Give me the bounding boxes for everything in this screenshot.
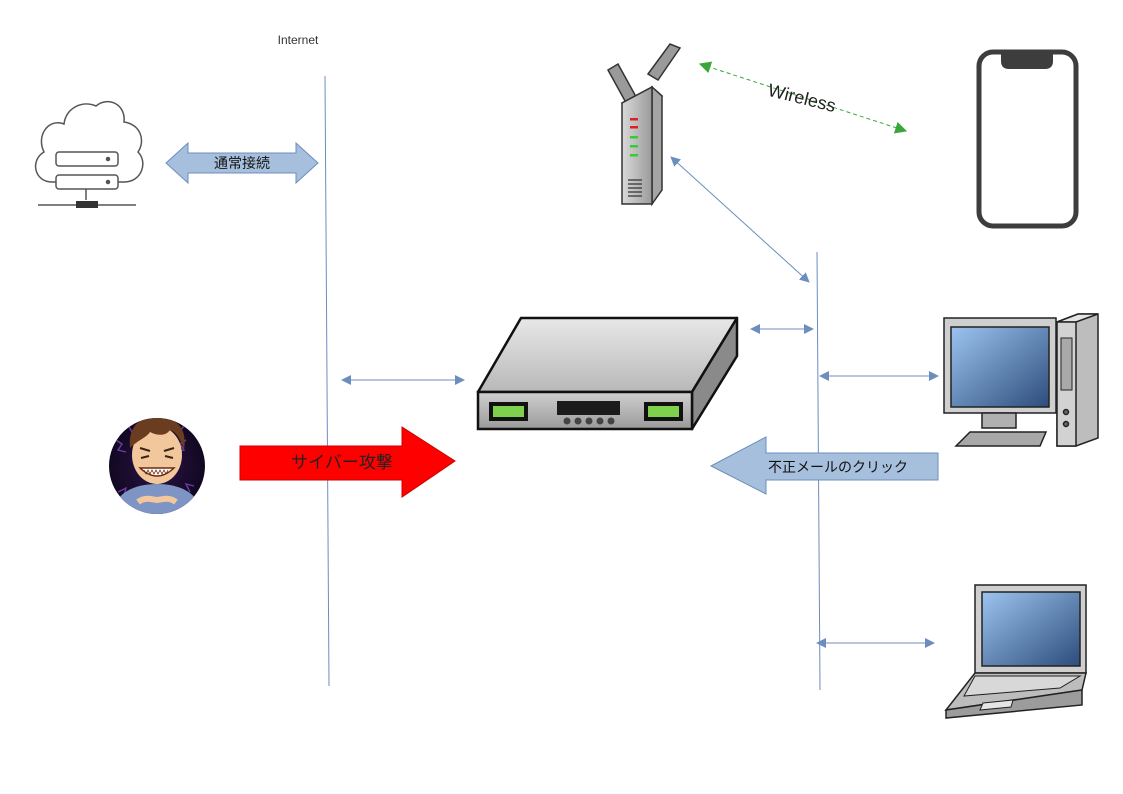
smartphone-icon: [976, 49, 1079, 229]
wireless-label: Wireless: [766, 80, 838, 116]
desktop-computer-icon: [943, 313, 1099, 447]
normal-connection-arrow: [165, 141, 319, 185]
cyber-attack-label: サイバー攻撃: [291, 453, 393, 473]
wireless-link: [698, 61, 908, 134]
laptop-icon: [944, 584, 1087, 719]
internet-label: Internet: [278, 33, 319, 47]
ap-lan-link: [670, 156, 810, 283]
router-icon: [476, 316, 739, 431]
normal-connection-label: 通常接続: [214, 155, 270, 172]
wireless-access-point-icon: [606, 43, 682, 207]
cloud-server-icon: [34, 101, 144, 208]
internet-line: [324, 75, 330, 687]
malicious-mail-click-arrow: [709, 436, 939, 495]
cyber-attack-arrow: [239, 426, 456, 498]
attacker-icon: [109, 418, 205, 514]
malicious-mail-click-label: 不正メールのクリック: [768, 460, 908, 476]
